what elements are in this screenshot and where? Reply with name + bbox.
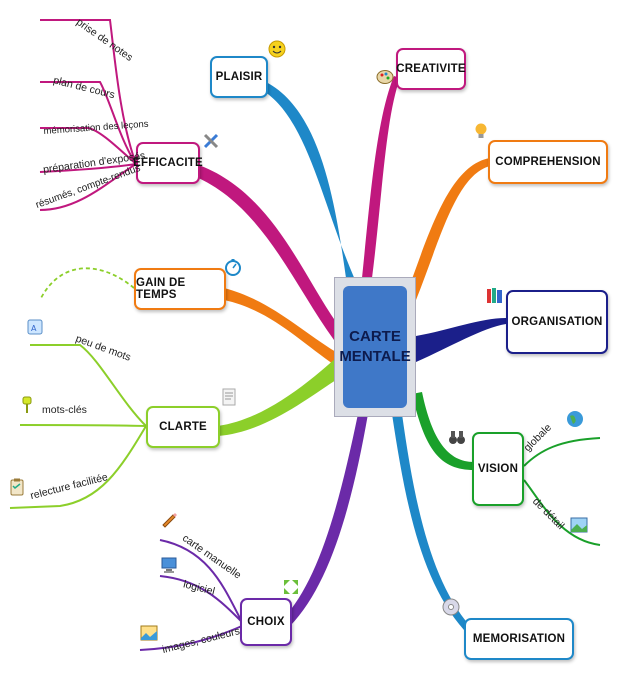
branch-efficacite <box>194 164 336 340</box>
choix-leaf-lines <box>139 539 243 651</box>
smiley-icon <box>268 40 286 58</box>
node-plaisir[interactable]: PLAISIR <box>210 56 268 98</box>
branch-clarte <box>218 358 336 436</box>
palette-icon <box>376 70 394 84</box>
branch-organisation <box>416 318 506 362</box>
key-icon <box>22 396 32 413</box>
pencil-icon <box>162 513 177 528</box>
leaf-mots-cles: mots-clés <box>42 404 87 416</box>
efficacite-leaf-lines <box>39 19 137 211</box>
central-title-line-1: CARTE <box>349 328 401 345</box>
image-icon <box>140 625 158 641</box>
node-organisation[interactable]: ORGANISATION <box>506 290 608 354</box>
branch-gain-de-temps <box>224 288 336 366</box>
binders-icon <box>487 288 502 303</box>
vision-leaf-lines <box>523 437 601 546</box>
document-icon: A <box>27 319 43 335</box>
clarte-leaf-lines <box>9 344 147 509</box>
central-node-label: CARTE MENTALE <box>339 286 411 408</box>
clipboard-icon <box>10 478 24 496</box>
branch-memorisation <box>392 414 470 630</box>
arrows-icon <box>284 580 298 594</box>
node-comprehension[interactable]: COMPREHENSION <box>488 140 608 184</box>
node-memorisation[interactable]: MEMORISATION <box>464 618 574 660</box>
node-gain-de-temps[interactable]: GAIN DE TEMPS <box>134 268 226 310</box>
node-efficacite[interactable]: EFFICACITE <box>133 142 203 184</box>
svg-text:A: A <box>31 324 37 333</box>
gain-de-temps-dashed-link <box>39 267 135 301</box>
picture-icon <box>570 517 588 533</box>
binoculars-icon <box>449 431 465 444</box>
central-node[interactable]: CARTE MENTALE <box>334 277 416 417</box>
central-title-line-2: MENTALE <box>339 348 411 365</box>
node-vision[interactable]: VISION <box>472 432 524 506</box>
globe-icon <box>567 411 583 427</box>
stopwatch-icon <box>225 259 241 276</box>
lightbulb-icon <box>475 123 487 138</box>
computer-icon <box>161 557 177 573</box>
cd-icon <box>442 598 460 616</box>
branch-creativite <box>362 76 400 278</box>
branch-vision <box>412 392 474 470</box>
branch-plaisir <box>262 82 356 282</box>
note-icon <box>222 388 236 406</box>
tools-icon <box>203 133 219 149</box>
branch-comprehension <box>408 158 490 300</box>
node-clarte[interactable]: CLARTE <box>146 406 220 448</box>
branch-choix <box>282 414 368 626</box>
node-choix[interactable]: CHOIX <box>240 598 292 646</box>
node-creativite[interactable]: CREATIVITE <box>396 48 466 90</box>
